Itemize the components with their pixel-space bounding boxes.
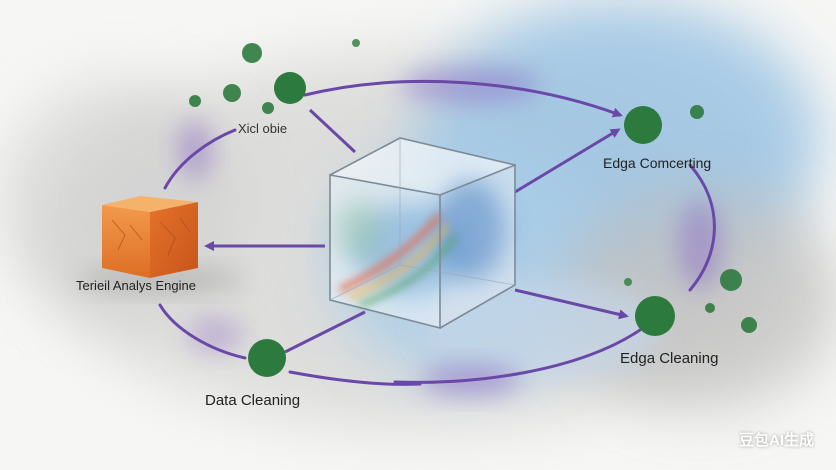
dot-10: [624, 278, 632, 286]
cube-arrows: [204, 108, 629, 354]
node-bottom-right: [635, 296, 675, 336]
arrow-right: [688, 163, 716, 292]
dot-3: [189, 95, 201, 107]
label-bottom: Data Cleaning: [205, 392, 301, 409]
arrow-to-bottom-right: [514, 288, 629, 320]
dot-5: [690, 105, 704, 119]
arrow-to-bottom: [284, 310, 366, 354]
watercolor-washes: [0, 0, 836, 430]
dot-9: [352, 39, 360, 47]
dot-4: [262, 102, 274, 114]
node-top-right: [624, 106, 662, 144]
label-top-left: Xicl obie: [238, 121, 288, 136]
arrow-left-top: [163, 128, 237, 190]
dot-7: [741, 317, 757, 333]
cycle-arrows: [158, 79, 716, 386]
arrow-bottom-right: [393, 328, 642, 384]
watermark: 豆包AI生成: [738, 432, 814, 449]
dot-8: [705, 303, 715, 313]
node-bottom: [248, 339, 286, 377]
dot-2: [223, 84, 241, 102]
arrow-top: [303, 79, 623, 118]
node-top: [274, 72, 306, 104]
engine-block: [75, 196, 245, 292]
label-engine: Terieil Analys Engine: [76, 278, 196, 293]
nodes: [189, 39, 757, 377]
dot-1: [242, 43, 262, 63]
dot-6: [720, 269, 742, 291]
arrow-bottom: [288, 370, 422, 386]
arrow-bottom-left: [158, 303, 247, 360]
arrow-cube-top: [308, 108, 357, 154]
label-right-top: Edga Comcerting: [603, 155, 712, 171]
glass-cube: [329, 137, 516, 330]
arrow-to-top-right: [514, 128, 621, 194]
label-right-bottom: Edga Cleaning: [620, 350, 719, 367]
